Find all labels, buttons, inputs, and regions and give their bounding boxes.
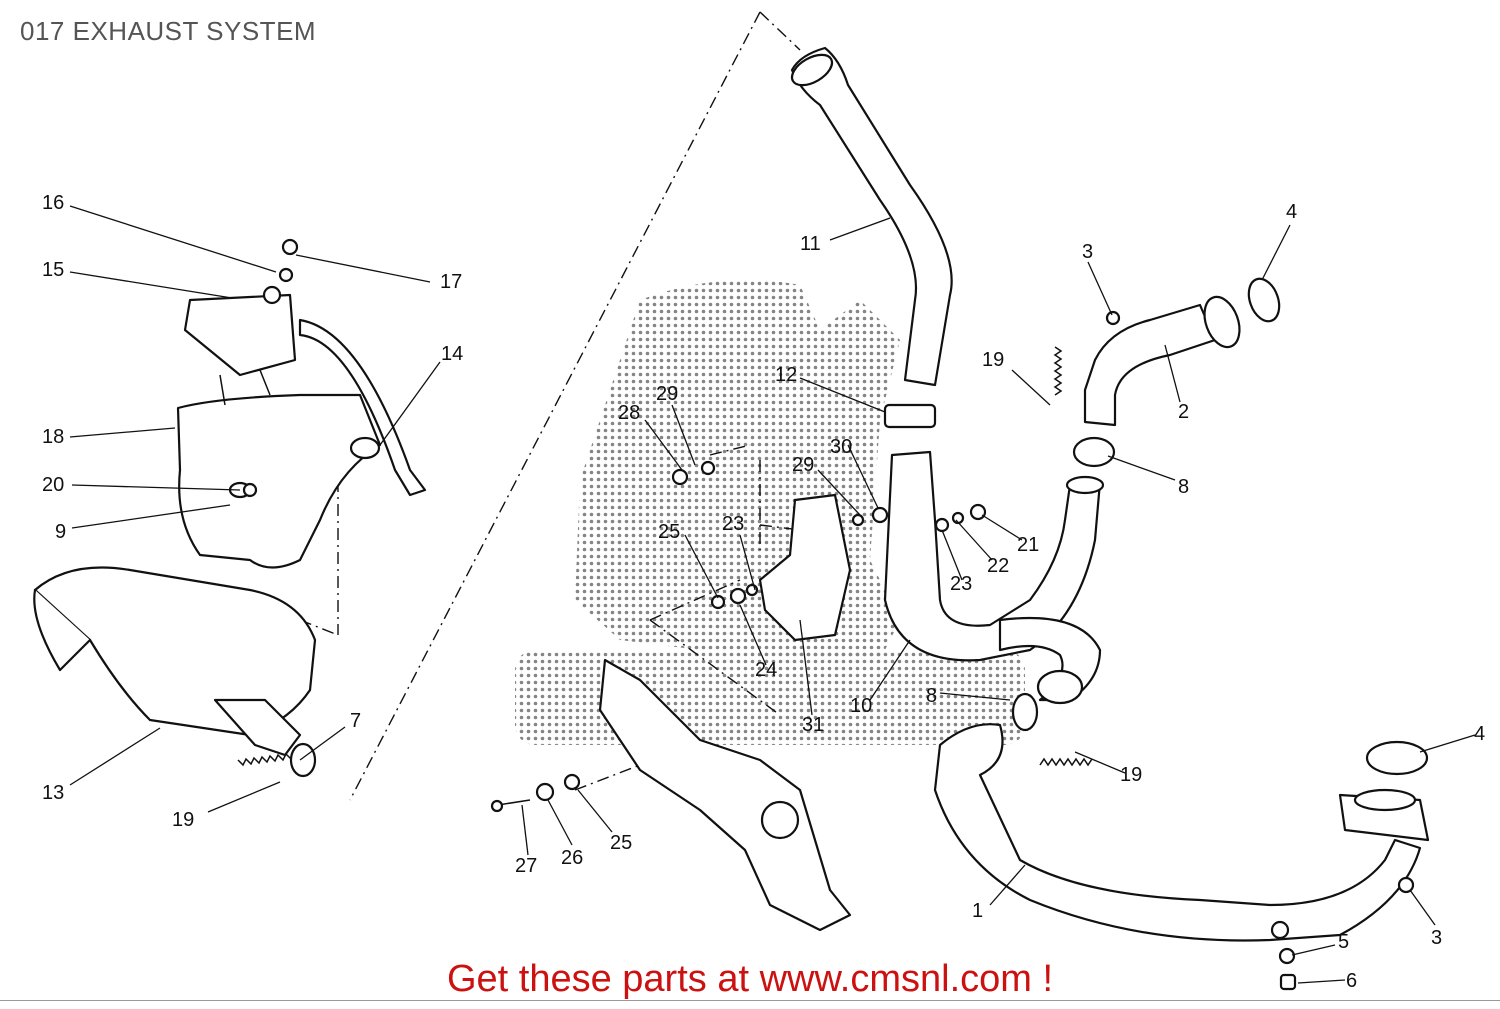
- callout-4: 4: [1286, 201, 1297, 223]
- callout-15: 15: [42, 259, 64, 281]
- callout-20: 20: [42, 474, 64, 496]
- parts-shop-link[interactable]: Get these parts at www.cmsnl.com !: [446, 958, 1054, 1000]
- callout-19: 19: [1120, 764, 1142, 786]
- lower-header-pipe[interactable]: [933, 723, 1430, 942]
- callout-6: 6: [1346, 970, 1357, 992]
- callout-5: 5: [1338, 931, 1349, 953]
- callout-23: 23: [950, 573, 972, 595]
- callout-11: 11: [800, 233, 821, 255]
- callout-16: 16: [42, 192, 64, 214]
- callout-30: 30: [830, 436, 852, 458]
- upper-exhaust-pipe[interactable]: [787, 46, 953, 429]
- callout-10: 10: [850, 695, 872, 717]
- callout-24: 24: [755, 659, 777, 681]
- heat-shield[interactable]: [598, 493, 852, 932]
- callout-9: 9: [55, 521, 66, 543]
- pipe-clamp: [883, 403, 937, 429]
- callout-26: 26: [561, 847, 583, 869]
- callout-1: 1: [972, 900, 983, 922]
- callout-8: 8: [1178, 476, 1189, 498]
- callout-labels: 1 2 3 3 4 4 5 6 7 8 8 9 10 11 12 13 14 1…: [42, 192, 1485, 992]
- callout-27: 27: [515, 855, 537, 877]
- callout-14: 14: [441, 343, 463, 365]
- upper-bend-pipe[interactable]: [1083, 292, 1246, 427]
- gaskets: [289, 277, 1429, 778]
- callout-19: 19: [172, 809, 194, 831]
- callout-17: 17: [440, 271, 462, 293]
- footer-divider: [0, 1000, 1500, 1001]
- callout-18: 18: [42, 426, 64, 448]
- callout-19: 19: [982, 349, 1004, 371]
- leader-lines: [69, 205, 1476, 984]
- central-manifold[interactable]: [883, 450, 1105, 705]
- muffler-assembly[interactable]: [33, 293, 427, 757]
- callout-29: 29: [792, 454, 814, 476]
- exhaust-springs: [237, 346, 1093, 767]
- callout-22: 22: [987, 555, 1009, 577]
- callout-31: 31: [802, 714, 824, 736]
- callout-28: 28: [618, 402, 640, 424]
- callout-8: 8: [926, 685, 937, 707]
- fasteners: [242, 238, 1415, 991]
- callout-12: 12: [775, 364, 797, 386]
- callout-2: 2: [1178, 401, 1189, 423]
- callout-23: 23: [722, 513, 744, 535]
- callout-21: 21: [1017, 534, 1039, 556]
- callout-4: 4: [1474, 723, 1485, 745]
- callout-25: 25: [658, 521, 680, 543]
- callout-25: 25: [610, 832, 632, 854]
- callout-13: 13: [42, 782, 64, 804]
- callout-3: 3: [1082, 241, 1093, 263]
- callout-7: 7: [350, 710, 361, 732]
- callout-3: 3: [1431, 927, 1442, 949]
- callout-29: 29: [656, 383, 678, 405]
- page-title: 017 EXHAUST SYSTEM: [20, 16, 317, 46]
